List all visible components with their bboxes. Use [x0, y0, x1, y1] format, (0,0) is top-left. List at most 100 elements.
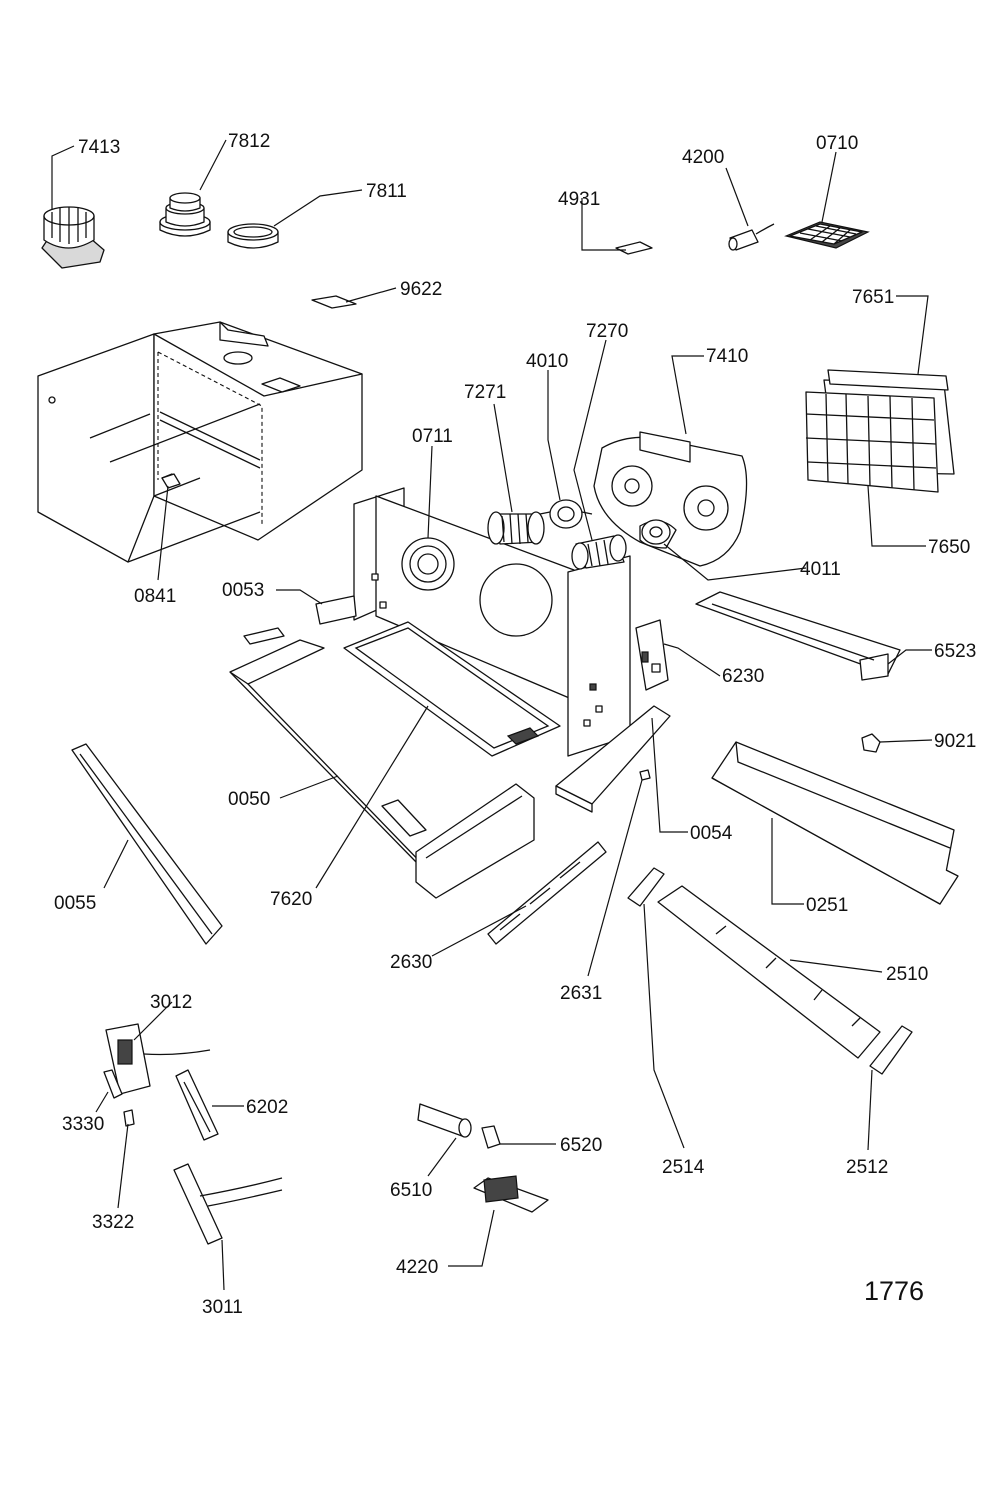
leader-4220: [448, 1209, 495, 1267]
leader-0053: [276, 589, 323, 605]
label-6523: 6523: [934, 641, 976, 662]
label-2631: 2631: [560, 983, 602, 1004]
part-7650-drawing: [805, 391, 939, 493]
label-0710: 0710: [816, 133, 858, 154]
label-9021: 9021: [934, 731, 976, 752]
label-6520: 6520: [560, 1135, 602, 1156]
part-0841-drawing: [161, 473, 181, 489]
leader-4200: [725, 167, 749, 227]
part-4010-drawing: [539, 499, 593, 529]
part-0251-drawing: [711, 741, 959, 905]
leader-lines: [51, 139, 933, 1291]
label-4931: 4931: [558, 189, 600, 210]
leader-7270: [573, 339, 607, 541]
leader-6230: [663, 643, 721, 677]
leader-2630: [431, 905, 527, 957]
label-7410: 7410: [706, 346, 748, 367]
part-7812-drawing: [159, 192, 211, 237]
leader-7650: [867, 485, 926, 547]
label-3011: 3011: [202, 1297, 243, 1318]
label-6510: 6510: [390, 1180, 432, 1201]
label-0251: 0251: [806, 895, 848, 916]
part-0053-drawing: [243, 595, 357, 645]
part-2514-drawing: [627, 867, 665, 907]
part-0055-drawing: [71, 743, 223, 945]
part-7270-drawing: [571, 534, 627, 570]
part-7271-drawing: [487, 511, 545, 545]
label-6230: 6230: [722, 666, 764, 687]
part-7413-drawing: [41, 206, 105, 269]
leader-0710: [821, 151, 837, 223]
leader-0841: [157, 485, 169, 581]
leader-7620: [315, 705, 429, 889]
leader-9021: [879, 739, 933, 743]
part-2631-drawing: [639, 769, 651, 781]
label-7270: 7270: [586, 321, 628, 342]
leader-2512: [867, 1069, 873, 1151]
part-2510-drawing: [657, 885, 881, 1059]
leader-7271: [493, 403, 513, 513]
label-3322: 3322: [92, 1212, 134, 1233]
part-hood-housing-drawing: [37, 321, 363, 563]
leader-3330: [95, 1091, 109, 1113]
part-labels: 7413 7812 7811 4931 4200 0710 9622 7651 …: [54, 131, 976, 1318]
leader-0251: [771, 818, 804, 905]
part-3322-drawing: [123, 1109, 135, 1127]
part-7620-drawing: [343, 621, 561, 837]
label-7811: 7811: [366, 181, 407, 202]
label-7620: 7620: [270, 889, 312, 910]
label-7651: 7651: [852, 287, 894, 308]
leader-3011: [221, 1239, 225, 1291]
part-2512-drawing: [869, 1025, 913, 1075]
label-2512: 2512: [846, 1157, 888, 1178]
part-4931-drawing: [615, 241, 653, 255]
part-0050-drawing: [229, 639, 535, 899]
part-0711-chassis-drawing: [353, 487, 631, 757]
label-7812: 7812: [228, 131, 270, 152]
label-0841: 0841: [134, 586, 176, 607]
part-6202-drawing: [175, 1069, 219, 1141]
part-9622-drawing: [311, 295, 357, 309]
label-9622: 9622: [400, 279, 442, 300]
label-0055: 0055: [54, 893, 96, 914]
label-0054: 0054: [690, 823, 733, 844]
figure-number: 1776: [864, 1276, 924, 1306]
label-7413: 7413: [78, 137, 120, 158]
part-4011-drawing: [641, 519, 671, 545]
leader-7651: [896, 295, 929, 375]
label-2510: 2510: [886, 964, 928, 985]
leader-0054: [651, 717, 688, 833]
label-4220: 4220: [396, 1257, 438, 1278]
part-6523-drawing: [695, 591, 901, 681]
part-3012-drawing: [105, 1023, 211, 1095]
leader-2514: [643, 903, 685, 1149]
part-3011-drawing: [173, 1163, 283, 1245]
leader-6510: [427, 1137, 457, 1177]
leader-9622: [345, 287, 397, 303]
part-6230-drawing: [635, 619, 669, 691]
leader-6523: [887, 649, 932, 665]
part-4200-drawing: [728, 223, 775, 251]
label-3012: 3012: [150, 992, 192, 1013]
label-0711: 0711: [412, 426, 453, 447]
leader-0055: [103, 839, 129, 889]
part-3330-drawing: [103, 1069, 123, 1099]
leader-7413: [51, 145, 75, 210]
leader-4931: [581, 198, 626, 251]
leader-7811: [273, 189, 363, 227]
label-4011: 4011: [800, 559, 841, 580]
leader-3012: [133, 1001, 173, 1041]
leader-0050: [279, 775, 339, 799]
label-0050: 0050: [228, 789, 270, 810]
leader-3322: [117, 1123, 129, 1209]
part-6520-drawing: [481, 1125, 501, 1149]
part-0710-drawing: [784, 221, 870, 249]
leader-2631: [587, 779, 643, 977]
part-7811-drawing: [227, 223, 279, 249]
leader-4011: [663, 543, 807, 581]
leader-0711: [427, 445, 433, 539]
part-4220-drawing: [473, 1175, 549, 1213]
label-3330: 3330: [62, 1114, 104, 1135]
label-7650: 7650: [928, 537, 970, 558]
